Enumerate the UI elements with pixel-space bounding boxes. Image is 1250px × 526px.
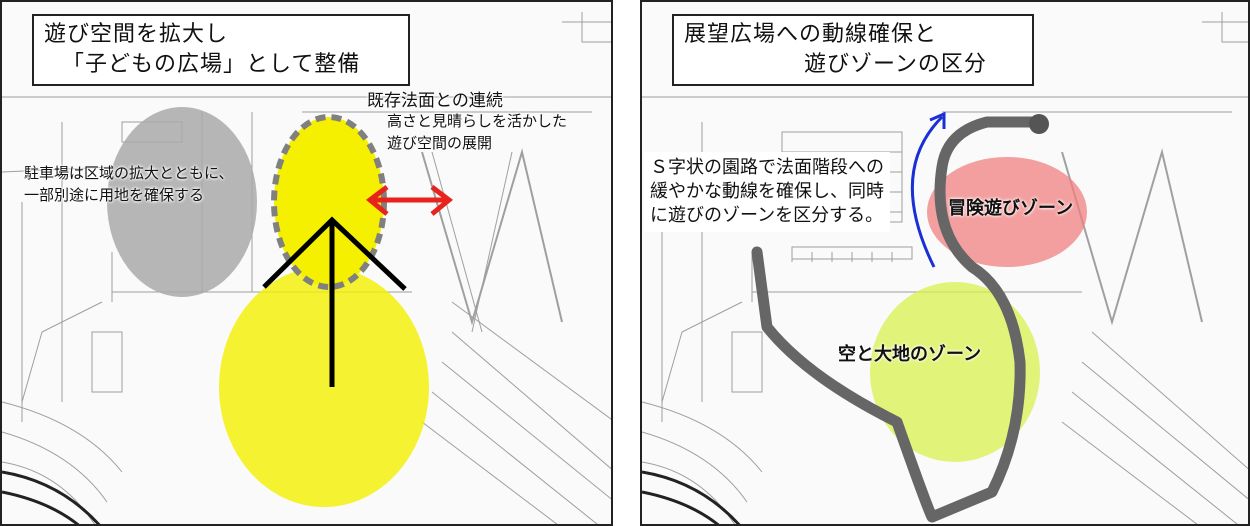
s-path-callout: Ｓ字状の園路で法面階段への 緩やかな動線を確保し、同時 に遊びのゾーンを区分する…	[644, 152, 890, 232]
right-title-line1: 展望広場への動線確保と	[684, 22, 938, 47]
callout-line1: Ｓ字状の園路で法面階段への	[650, 157, 884, 178]
existing-slope-line2: 遊び空間の展開	[387, 134, 493, 152]
black-up-arrow	[262, 216, 407, 387]
right-site-plan-drawing	[642, 12, 1248, 524]
parking-zone	[107, 107, 257, 297]
left-title-line1: 遊び空間を拡大し	[44, 22, 229, 47]
path-end-node	[1029, 114, 1049, 134]
parking-line2: 一部別途に用地を確保する	[24, 186, 205, 204]
sky-earth-zone-label: 空と大地のゾーン	[838, 344, 982, 365]
existing-slope-heading: 既存法面との連続	[367, 91, 503, 111]
left-site-plan-drawing	[2, 12, 611, 524]
existing-slope-note: 高さと見晴らしを活かした 遊び空間の展開	[387, 110, 567, 154]
callout-line2: 緩やかな動線を確保し、同時	[650, 181, 884, 202]
play-zone-lower	[219, 267, 429, 507]
adventure-zone-label: 冒険遊びゾーン	[948, 198, 1074, 219]
sky-earth-zone	[870, 282, 1040, 462]
parking-line1: 駐車場は区域の拡大とともに、	[24, 164, 234, 182]
left-title-box: 遊び空間を拡大し 「子どもの広場」として整備	[32, 14, 410, 86]
left-plan-panel: 遊び空間を拡大し 「子どもの広場」として整備 既存法面との連続 高さと見晴らしを…	[0, 0, 613, 526]
s-shaped-garden-path	[751, 116, 1045, 523]
red-double-arrow	[365, 185, 454, 216]
callout-line3: に遊びのゾーンを区分する。	[650, 205, 884, 226]
left-title-line2: 「子どもの広場」として整備	[62, 52, 361, 77]
blue-curved-arrow	[910, 111, 946, 268]
parking-note: 駐車場は区域の拡大とともに、 一部別途に用地を確保する	[24, 162, 234, 206]
right-title-line2: 遊びゾーンの区分	[804, 52, 987, 77]
right-plan-panel: 展望広場への動線確保と 遊びゾーンの区分 Ｓ字状の園路で法面階段への 緩やかな動…	[640, 0, 1250, 526]
existing-slope-line1: 高さと見晴らしを活かした	[387, 112, 568, 130]
right-title-box: 展望広場への動線確保と 遊びゾーンの区分	[672, 14, 1034, 86]
adventure-zone	[927, 157, 1087, 267]
